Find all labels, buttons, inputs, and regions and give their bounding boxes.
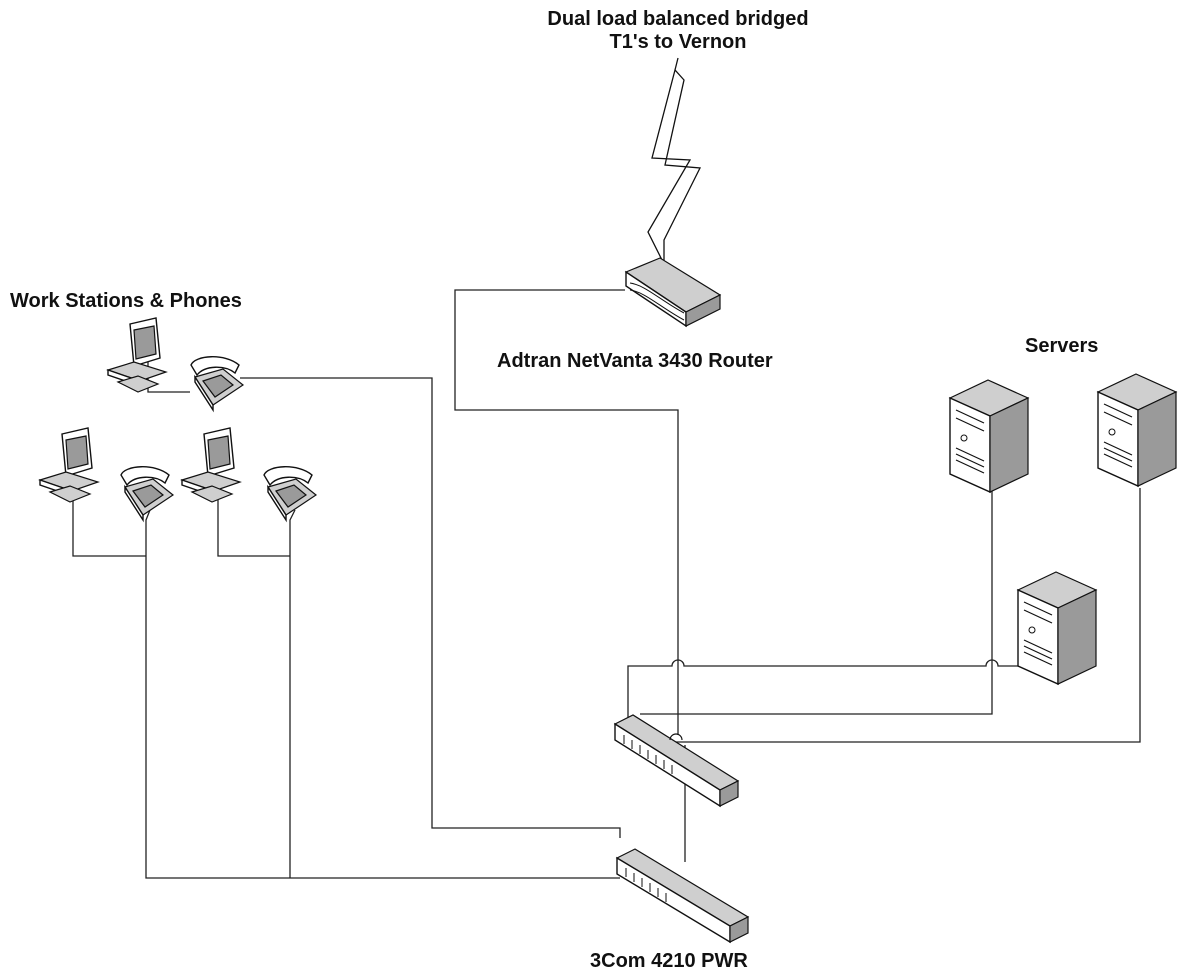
switch-upper-icon [613,714,740,808]
servers-label: Servers [1025,335,1099,357]
wan-lightning-icon [647,57,702,265]
wire-phone1-switch [240,377,621,838]
workstations-label: Work Stations & Phones [10,290,242,312]
phone-1-icon [190,356,245,413]
connections [72,289,1141,879]
wire-server2 [650,488,1141,743]
wire-workstation1 [72,488,146,557]
wire-workstation3 [217,488,290,557]
server-1-icon [948,379,1030,494]
wan-label-line-2: T1's to Vernon [609,31,747,53]
workstation-2-icon [38,427,100,503]
wire-server1 [640,488,993,715]
wan-label: Dual load balanced bridged T1's to Verno… [88,8,1180,54]
router-label: Adtran NetVanta 3430 Router [497,350,773,372]
workstation-3-icon [180,427,242,503]
switch-lower-icon [615,848,750,944]
router-icon [624,257,722,328]
server-2-icon [1096,373,1178,488]
phone-3-icon [263,466,318,523]
workstation-1-icon [106,317,168,393]
wire-server-bus [627,659,1032,745]
server-3-icon [1016,571,1098,686]
wire-phone3 [289,509,296,878]
switch-label: 3Com 4210 PWR [590,950,748,972]
phone-2-icon [120,466,175,523]
wire-phone2 [145,509,620,879]
wan-label-line-1: Dual load balanced bridged [547,8,809,30]
wire-router-switch [454,289,679,735]
